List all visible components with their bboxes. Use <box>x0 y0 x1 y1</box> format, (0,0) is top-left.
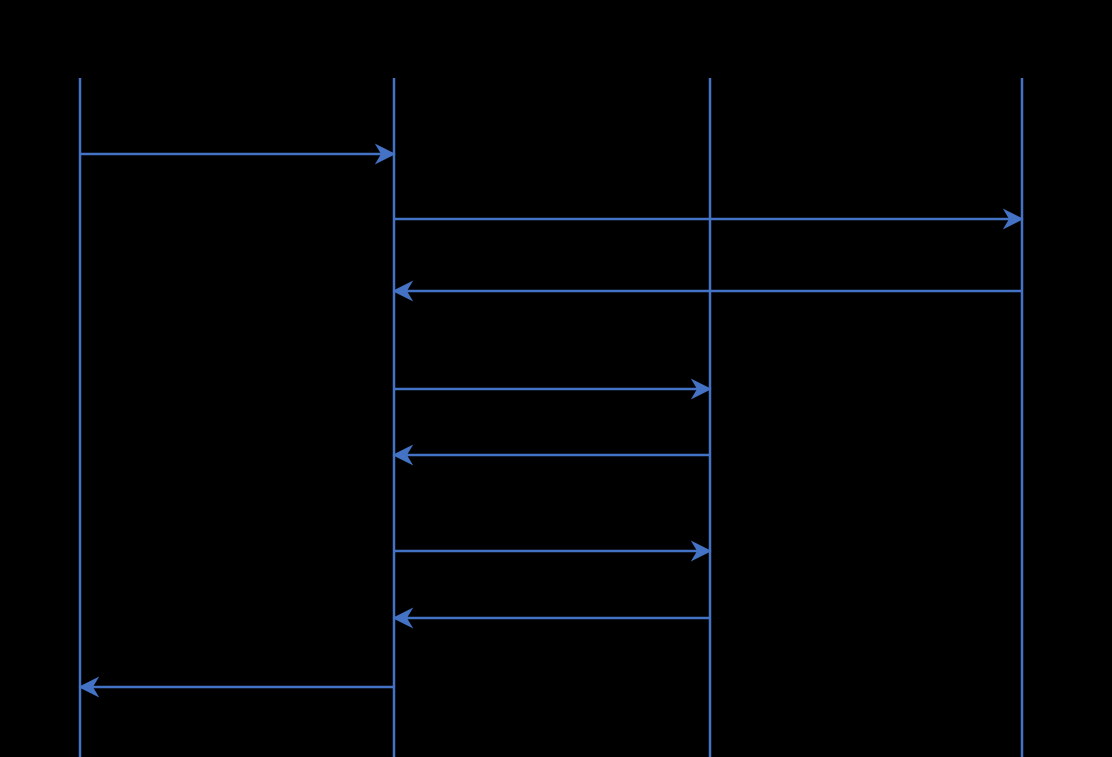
lifelines-group <box>78 78 1024 757</box>
messages-group <box>78 143 1024 698</box>
